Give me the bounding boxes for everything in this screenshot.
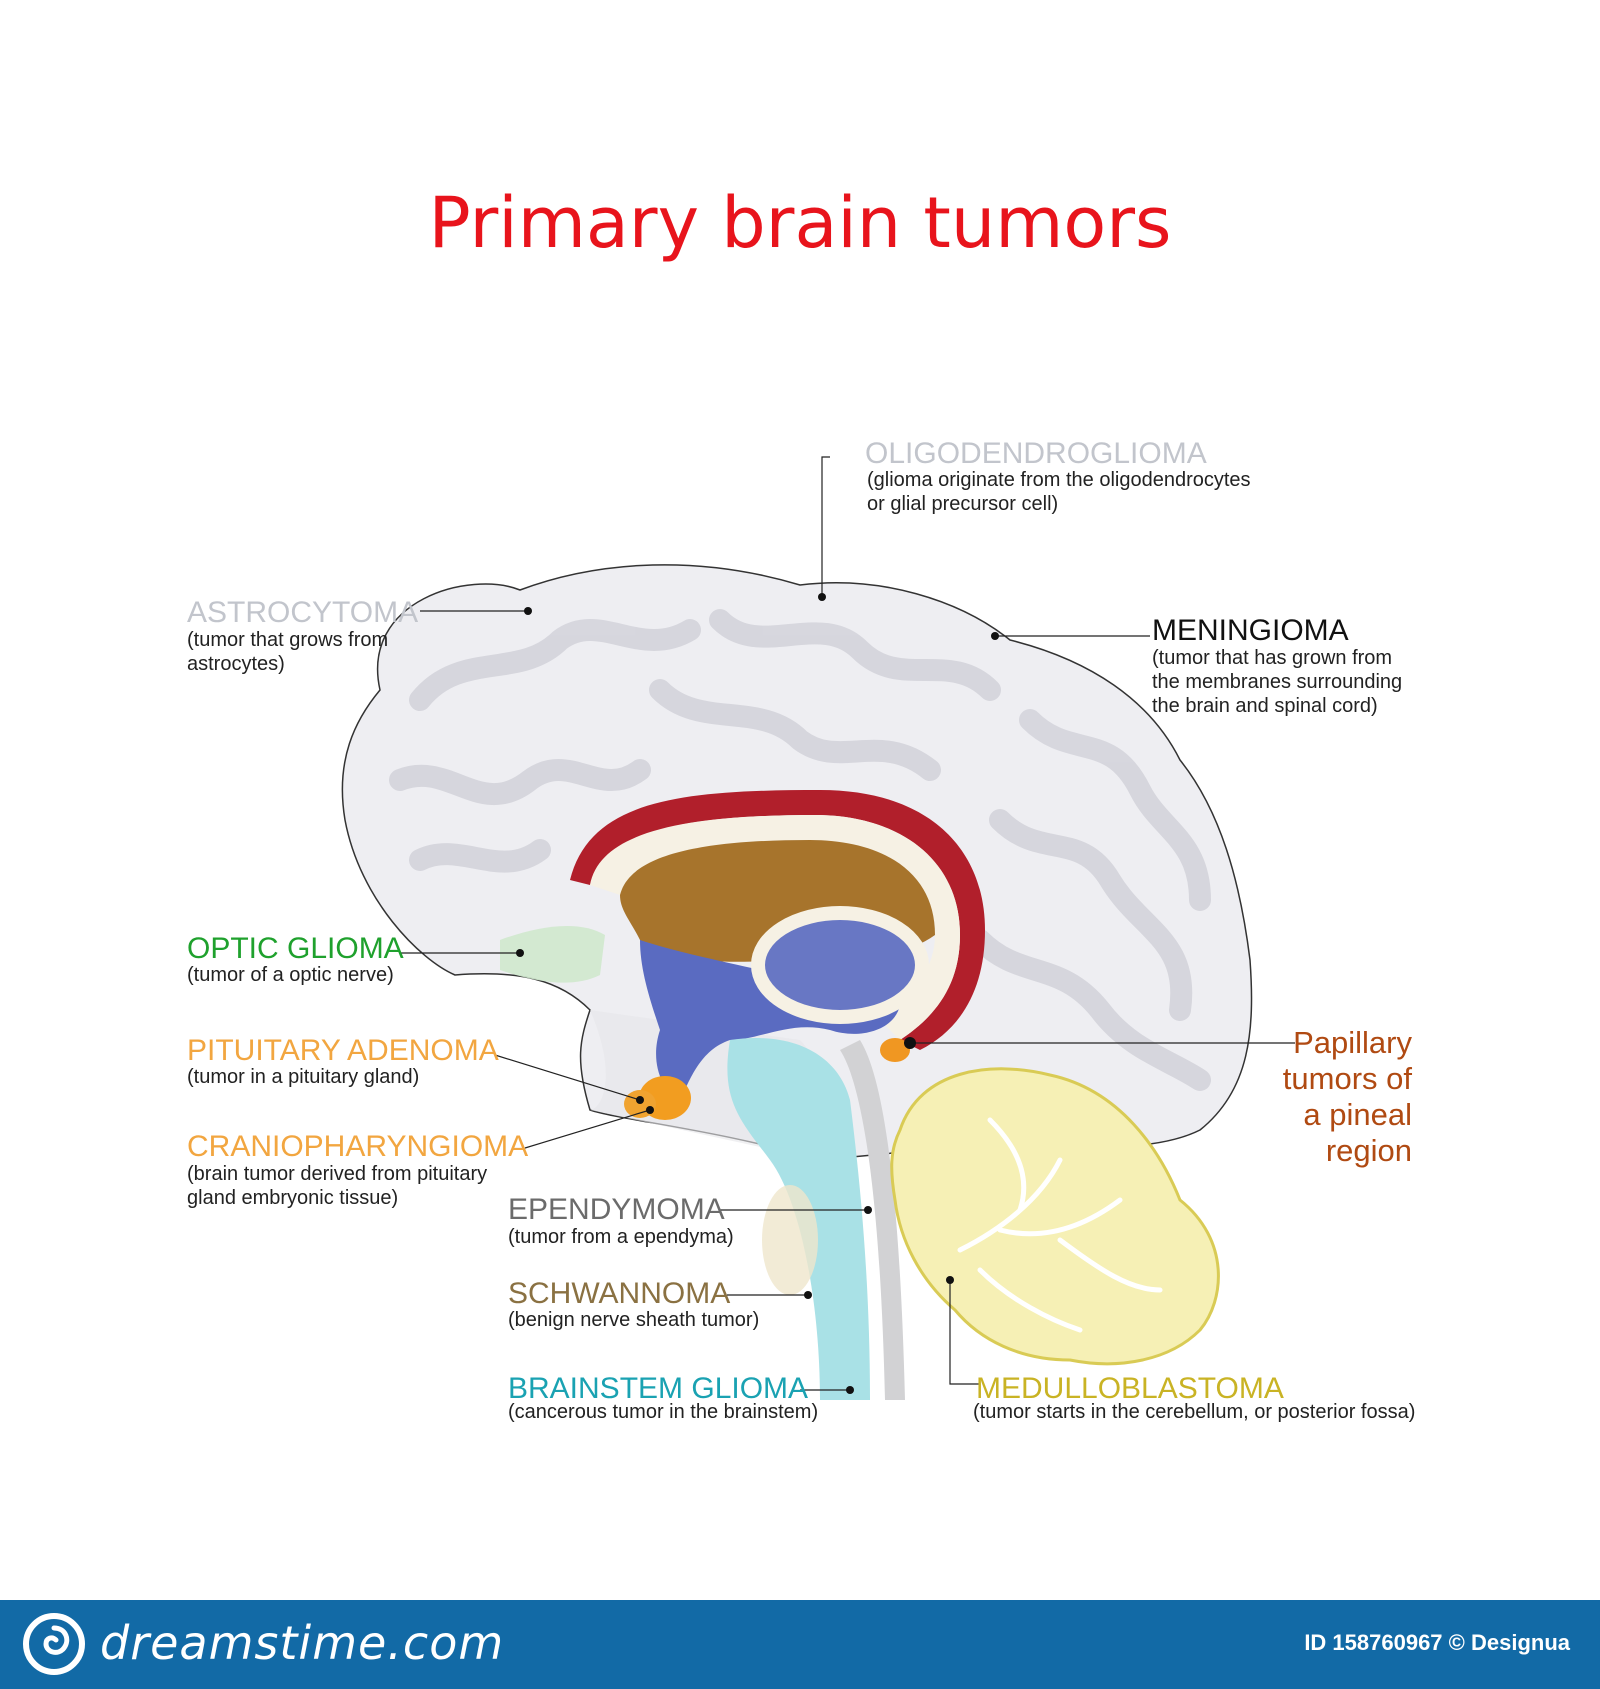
gyri-pattern xyxy=(389,609,1211,1091)
label-brainstem-glioma: BRAINSTEM GLIOMA xyxy=(508,1372,809,1405)
footer-bar: dreamstime.com ID 158760967 © Designua xyxy=(0,1600,1600,1689)
desc-oligodendroglioma-2: or glial precursor cell) xyxy=(867,493,1059,515)
desc-optic-glioma: (tumor of a optic nerve) xyxy=(187,964,394,986)
desc-meningioma-2: the membranes surrounding xyxy=(1152,671,1403,693)
label-meningioma: MENINGIOMA xyxy=(1152,614,1349,647)
desc-oligodendroglioma-1: (glioma originate from the oligodendrocy… xyxy=(867,469,1251,491)
pons xyxy=(762,1185,818,1295)
label-papillary-line1: Papillary xyxy=(1293,1025,1412,1060)
thalamus xyxy=(751,906,929,1024)
label-optic-glioma: OPTIC GLIOMA xyxy=(187,932,404,965)
desc-meningioma-3: the brain and spinal cord) xyxy=(1152,695,1378,717)
label-papillary-line3: a pineal xyxy=(1303,1097,1412,1132)
leader-dots xyxy=(516,593,999,1394)
callosum-inner xyxy=(590,815,960,1040)
leader-lines xyxy=(400,456,1295,1391)
desc-astrocytoma-2: astrocytes) xyxy=(187,653,285,675)
desc-pituitary-adenoma: (tumor in a pituitary gland) xyxy=(187,1066,420,1088)
label-astrocytoma: ASTROCYTOMA xyxy=(187,596,419,629)
corpus-callosum xyxy=(570,790,985,1050)
label-papillary-line2: tumors of xyxy=(1282,1061,1412,1096)
label-oligodendroglioma: OLIGODENDROGLIOMA xyxy=(865,437,1207,470)
desc-craniopharyngioma-1: (brain tumor derived from pituitary xyxy=(187,1163,488,1185)
desc-brainstem-glioma: (cancerous tumor in the brainstem) xyxy=(508,1401,819,1423)
spinal-canal xyxy=(840,1040,905,1400)
pineal-gland xyxy=(880,1038,910,1062)
label-papillary-line4: region xyxy=(1325,1133,1412,1168)
desc-ependymoma: (tumor from a ependyma) xyxy=(508,1226,734,1248)
optic-nerve xyxy=(500,925,605,983)
label-schwannoma: SCHWANNOMA xyxy=(508,1277,731,1310)
footer-credit: ID 158760967 © Designua xyxy=(1304,1630,1570,1655)
desc-craniopharyngioma-2: gland embryonic tissue) xyxy=(187,1187,399,1209)
label-ependymoma: EPENDYMOMA xyxy=(508,1193,725,1226)
desc-schwannoma: (benign nerve sheath tumor) xyxy=(508,1309,760,1331)
brain-illustration xyxy=(341,456,1295,1400)
label-craniopharyngioma: CRANIOPHARYNGIOMA xyxy=(187,1130,529,1163)
third-ventricle xyxy=(640,940,900,1100)
spiral-logo-icon xyxy=(23,1613,85,1675)
desc-medulloblastoma: (tumor starts in the cerebellum, or post… xyxy=(973,1401,1416,1423)
label-pituitary-adenoma: PITUITARY ADENOMA xyxy=(187,1034,499,1067)
diagram-title: Primary brain tumors xyxy=(428,182,1172,264)
desc-meningioma-1: (tumor that has grown from xyxy=(1152,647,1393,669)
arbor-vitae xyxy=(957,1117,1163,1333)
cerebellum xyxy=(890,1067,1220,1366)
desc-astrocytoma-1: (tumor that grows from xyxy=(187,629,389,651)
label-medulloblastoma: MEDULLOBLASTOMA xyxy=(976,1372,1284,1405)
footer-brand[interactable]: dreamstime.com xyxy=(100,1616,505,1670)
